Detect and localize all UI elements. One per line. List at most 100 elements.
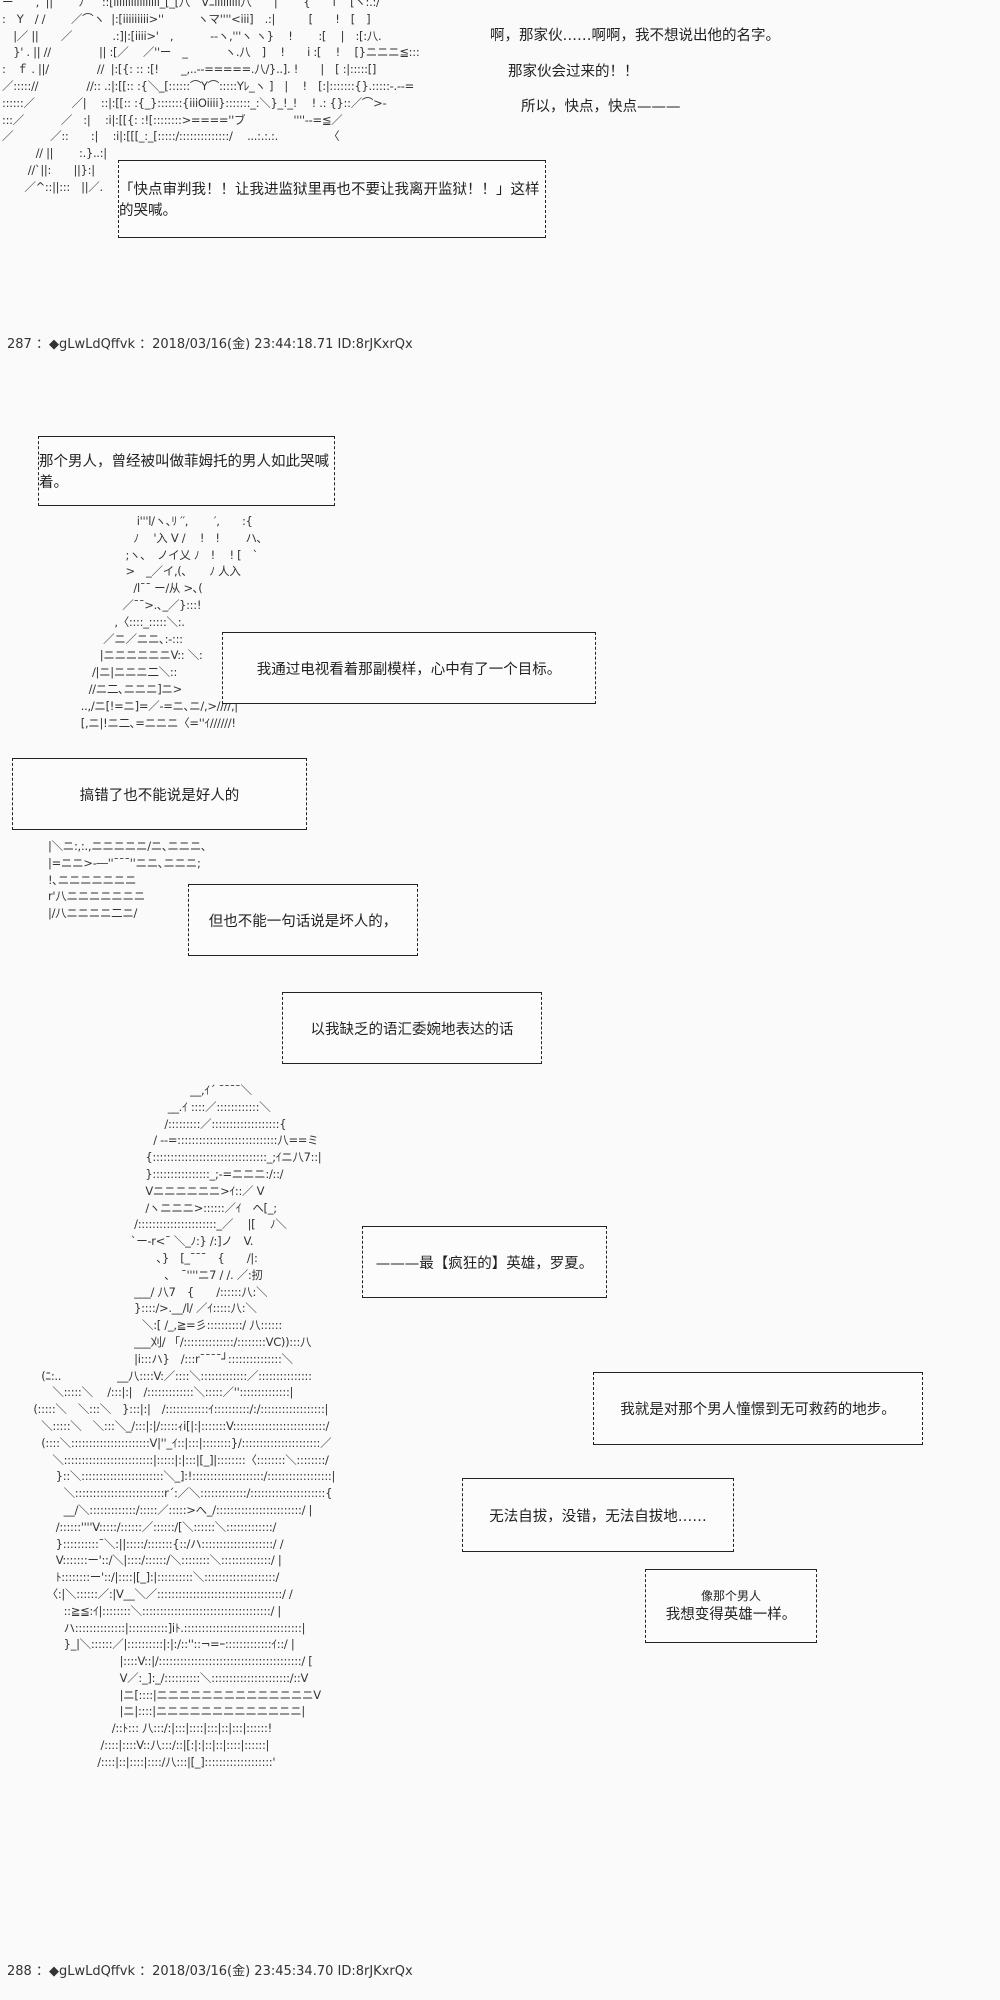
ascii-art-line: ..,/ニ[!=ニ]=／-=ニ､ニ/,>////,| [55,698,238,713]
ascii-art-line: |ニ[::::|ニニニニニニニニニニニニニニV [30,1687,322,1702]
narration-text: 无法自拔，没错，无法自拔地…… [489,1508,707,1525]
ascii-art-line: : ｆ . ||/ // |:[{: :: :[! _,..--=====.八/… [2,62,377,77]
ascii-art-mid: |＼ニ:,:.,ニニニニニ/ニ､ニニニ､|=ニニ>-―''¯¯¯''ニニ､ニニニ… [48,838,207,922]
narration-box-femto: 那个男人，曾经被叫做菲姆托的男人如此哭喊着。 [38,436,335,506]
narration-text: 以我缺乏的语汇委婉地表达的话 [310,1021,514,1038]
narration-text: 搞错了也不能说是好人的 [79,787,240,804]
ascii-art-line: |／ || ／ .:]|:[iiii>' , --ヽ,'''ヽ ヽ} ! :[ … [2,28,382,43]
narration-box-cant-help: 无法自拔，没错，无法自拔地…… [462,1478,734,1552]
ascii-art-line: //ニ二､ニニニ]ニ> [55,681,183,696]
ascii-art-line: /::::|::|::::|::::/八:::|[_]:::::::::::::… [30,1754,276,1769]
ascii-art-line: }::::::::::::::::_;-=ニニニ:/::/ [30,1166,284,1181]
ascii-art-line: ,〈::::_:::::＼:. [55,614,185,629]
ascii-art-line: /ヽニニニ>::::::／ｲ ヘ[_; [30,1200,277,1215]
narration-line-3: 所以，快点，快点——— [521,99,681,115]
ascii-art-line: ハ::::::::::::::|:::::::::::]iﾄ.:::::::::… [30,1620,306,1635]
ascii-art-line: (ﾆ:.. __八::::V:／::::＼:::::::::::::／:::::… [30,1368,312,1383]
ascii-art-line: > _／イ,(､ ﾉ 人入 [55,564,241,579]
ascii-art-line: : Y / / ／⌒ヽ |:[iiiiiiiii>'' ヽマ''''<iii] … [2,11,371,26]
narration-box-not-good: 搞错了也不能说是好人的 [12,758,307,830]
ascii-art-line: /l¯¯ ー/从 >､( [55,581,203,596]
ascii-art-line: `ー-r<¯ ＼_ﾉ:} /:]ノ V. [30,1234,254,1249]
ascii-art-line: ::≧≦:ｲ|::::::::＼::::::::::::::::::::::::… [30,1603,282,1618]
ascii-art-line: ､ ¯''''ニ7 / /. ／:扨 [30,1267,263,1282]
ascii-art-line: }::::/>.__/l/ ／ｲ:::::八:＼ [30,1301,257,1316]
ascii-art-line: ／ ／:: :| :i|:[[[_:_[:::::/::::::::::::::… [2,129,340,144]
ascii-art-line: / --=::::::::::::::::::::::::::::八==ミ [30,1133,319,1148]
ascii-art-line: /::::::''''V:::::/::::::／::::::/[＼::::::… [30,1519,277,1534]
narration-box-admire: 我就是对那个男人憧憬到无可救药的地步。 [593,1372,923,1445]
narration-text: ———最【疯狂的】英雄，罗夏。 [375,1255,594,1272]
ascii-art-line: ＼:::::::::::::::::::::::::r´:／＼:::::::::… [30,1486,333,1501]
ascii-art-line: ＼:[ /_,≧=彡::::::::::/ 八:::::: [30,1318,282,1333]
speech-box-text: 「快点审判我！！让我进监狱里再也不要让我离开监狱！！」这样的哭喊。 [119,182,540,219]
narration-line-1: 啊，那家伙……啊啊，我不想说出他的名字。 [490,28,780,44]
ascii-art-line: ／:::::// //:: .:|:[[:: :{＼_[::::::⌒Y⌒:::… [2,78,414,93]
ascii-art-line: ､} [_¯¯¯ { /|: [30,1250,258,1265]
ascii-art-line: ﾉ '入 V / ! ! ハ､ [55,530,263,545]
ascii-art-line: }::＼:::::::::::::::::::::::＼_]:!::::::::… [30,1469,336,1484]
ascii-art-line: |＼ニ:,:.,ニニニニニ/ニ､ニニニ､ [48,839,207,853]
narration-box-euphemism: 以我缺乏的语汇委婉地表达的话 [282,992,542,1064]
speech-box-cry: 「快点审判我！！让我进监狱里再也不要让我离开监狱！！」这样的哭喊。 [118,160,546,238]
narration-box-rorschach: ———最【疯狂的】英雄，罗夏。 [362,1226,607,1298]
ascii-art-line: |ニニニニニニV:: ＼: [55,648,203,663]
ascii-art-line: ;ヽ､ ノイ乂 ﾉ ! ! [ ` [55,547,259,562]
ascii-art-line: // || :.}..:| [2,146,108,161]
ascii-art-line: ___刈/ 「/::::::::::::::/::::::::VC)):::八 [30,1334,312,1349]
ascii-art-line: ::::::／ ／| ::|:[[:: :{_}:::::::{iiiOiiii… [2,95,387,110]
narration-text: 但也不能一句话说是坏人的， [208,913,398,930]
ascii-art-line: ___/ 八7 { /::::::八:＼ [30,1284,268,1299]
ascii-art-line: /::ﾄ::: 八:::/:|:::|::::|:::|::|:::|:::::… [30,1721,272,1736]
narration-text: 我想变得英雄一样。 [665,1606,797,1623]
ascii-art-line: __/＼:::::::::::::/:::::／:::::>へ_/:::::::… [30,1502,313,1517]
ascii-art-line: }_|＼::::::／|::::::::::|:|:/::''::¬=ｰ::::… [30,1637,295,1652]
ascii-art-top: ー , || ﾉ ::[iiiiiiiiiiiiiiii_[_[八 Vﾆiiii… [2,0,420,196]
ascii-art-line: {::::::::::::::::::::::::::::::::_;ｲニ八7:… [30,1150,322,1165]
ascii-art-line: [,ニ|!ニ二､=ニニニ〈=''ｲ//////! [55,715,236,730]
ascii-art-line: ＼:::::::::::::::::::::::::|:::::|:|:::|[… [30,1452,329,1467]
ascii-art-line: (::::＼::::::::::::::::::::::V|''_ｲ::|:::… [30,1435,332,1450]
ascii-art-line: !､ニニニニニニニ [48,872,137,887]
ascii-art-line: Vニニニニニニ>ｲ::／ V [30,1183,265,1198]
ascii-art-line: ／¯¯>.､_／}:::! [55,597,202,612]
ascii-art-line: |i:::ハ} /:::r¯¯¯¯┘:::::::::::::::＼ [30,1351,293,1366]
ascii-art-line: ／^::||::: ||／. [2,179,103,194]
narration-text: 那个男人，曾经被叫做菲姆托的男人如此哭喊着。 [39,454,329,491]
ascii-art-line: i'''l/ヽ､ﾘ ′′, ′, :{ [55,514,253,528]
ascii-art-line: |::::V::|/::::::::::::::::::::::::::::::… [30,1654,313,1669]
ascii-art-line: (:::::＼ ＼:::＼ }:::|:| /::::::::::::ｲ::::… [30,1402,329,1417]
ascii-art-line: /::::|::::V::八:::/::|[:|:|::|::|::::|:::… [30,1738,270,1753]
post-header-287: 287 ：◆gLwLdQffvk ：2018/03/16(金) 23:44:18… [7,337,413,352]
narration-text-small: 像那个男人 [700,1588,761,1603]
ascii-art-girl: i'''l/ヽ､ﾘ ′′, ′, :{ ﾉ '入 V / ! ! ハ､ ;ヽ､ … [55,513,263,731]
ascii-art-line: /|ニ|ニニニ二＼:: [55,665,178,680]
ascii-art-line: }' . || // || :[／ ／''ー _ ヽ.八 ] ! i :[ ! … [2,45,420,60]
ascii-art-line: __,ｲ´ ¯¯¯¯＼ [30,1083,252,1097]
ascii-art-line: /::::::::::::::::::::::_／ |[ ﾉ＼ [30,1217,287,1232]
ascii-art-line: }::::::::::¯＼:||:::::/:::::::{::/ハ::::::… [30,1536,284,1551]
narration-box-want: 像那个男人 我想变得英雄一样。 [645,1569,817,1643]
ascii-art-line: |ニ|::::|ニニニニニニニニニニニニニ| [30,1704,306,1719]
post-header-288: 288 ：◆gLwLdQffvk ：2018/03/16(金) 23:45:34… [7,1964,413,1979]
ascii-art-line: r'八ニニニニニニニ [48,889,145,904]
ascii-art-line: 〈:|＼::::::／:|V__＼／::::::::::::::::::::::… [30,1586,293,1601]
narration-line-2: 那家伙会过来的！！ [508,64,639,80]
narration-text: 我通过电视看着那副模样，心中有了一个目标。 [256,661,562,678]
ascii-art-line: /:::::::::／:::::::::::::::::::{ [30,1116,287,1131]
ascii-art-line: ー , || ﾉ ::[iiiiiiiiiiiiiiii_[_[八 Vﾆiiii… [2,0,380,9]
ascii-art-line: ＼:::::＼ ＼:::＼_/:::|:|/:::::ｨi[|:|:::::::… [30,1418,330,1433]
ascii-art-line: ﾄ::::::::ー'::/|::::|[_]:|::::::::::＼::::… [30,1570,280,1585]
ascii-art-line: V／:_]:_/::::::::::＼:::::::::::::::::::::… [30,1670,309,1685]
ascii-art-line: |/八ニニニニ二ニ/ [48,906,138,921]
ascii-art-line: :::／ ／ :| :i|:[[{: :![::::::::>====''ブ '… [2,112,343,127]
narration-box-tv: 我通过电视看着那副模样，心中有了一个目标。 [222,632,596,704]
ascii-art-line: V:::::::ー'::/＼|::::/::::::/＼::::::::＼:::… [30,1553,282,1568]
narration-text: 我就是对那个男人憧憬到无可救药的地步。 [620,1402,896,1418]
ascii-art-line: //`||: ||}:| [2,162,95,177]
narration-box-not-bad: 但也不能一句话说是坏人的， [188,884,418,956]
ascii-art-line: __.ｲ ::::／::::::::::::＼ [30,1099,271,1114]
ascii-art-line: ＼:::::＼ /:::|:| /:::::::::::::＼:::::／'':… [30,1385,294,1400]
ascii-art-line: ／ニ／ニニ､:-::: [55,631,183,646]
ascii-art-hero: __,ｲ´ ¯¯¯¯＼ __.ｲ ::::／::::::::::::＼ /:::… [30,1082,335,1771]
